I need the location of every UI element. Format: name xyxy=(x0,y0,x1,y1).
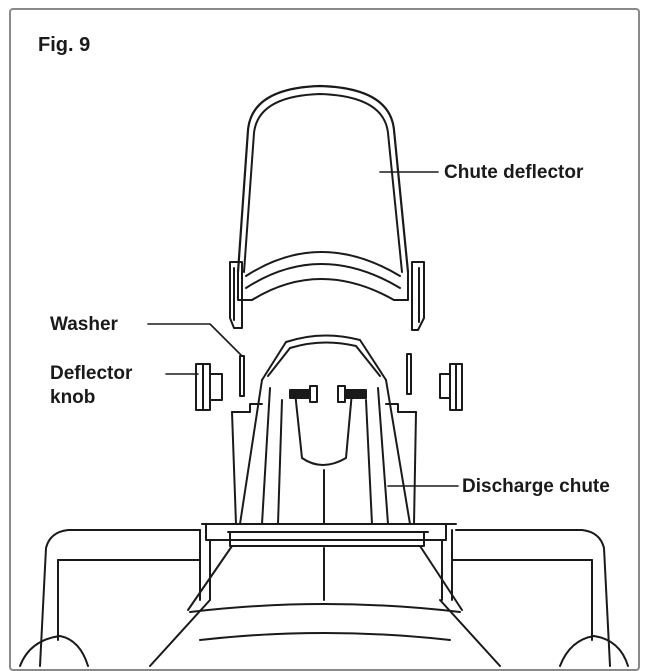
label-washer: Washer xyxy=(50,314,118,335)
leader-lines xyxy=(147,171,459,487)
label-chute-deflector: Chute deflector xyxy=(444,162,584,183)
bolt-parts xyxy=(289,385,367,403)
label-deflector-knob-line1: Deflector xyxy=(50,363,133,384)
machine-housing xyxy=(19,523,629,667)
discharge-chute-part xyxy=(231,334,417,525)
leader-washer xyxy=(147,323,243,357)
label-discharge-chute: Discharge chute xyxy=(462,476,610,497)
deflector-knob-parts xyxy=(195,363,463,411)
chute-deflector-part xyxy=(229,84,425,331)
label-deflector-knob-line2: knob xyxy=(50,387,96,408)
figure-title: Fig. 9 xyxy=(38,34,91,56)
